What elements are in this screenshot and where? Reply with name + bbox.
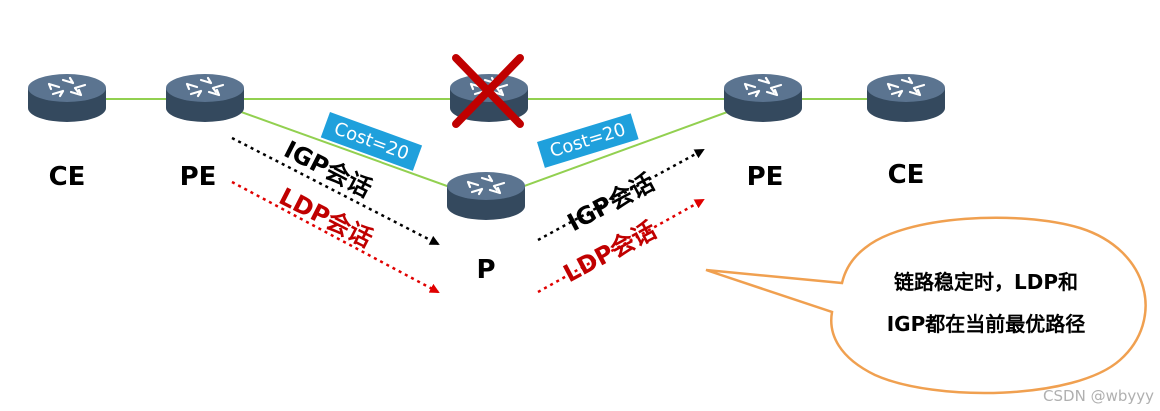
callout-line-1: 链路稳定时，LDP和 xyxy=(893,270,1078,294)
callout-bubble xyxy=(705,216,1147,395)
router-icon xyxy=(26,72,108,124)
watermark: CSDN @wbyyy xyxy=(1043,387,1154,405)
router-icon xyxy=(722,72,804,124)
callout-line-2: IGP都在当前最优路径 xyxy=(886,312,1086,336)
p-label: P xyxy=(476,255,496,285)
pe-right-label: PE xyxy=(746,162,784,192)
link-p-pe-right xyxy=(485,98,764,201)
router-icon xyxy=(164,72,246,124)
igp-arrow-right xyxy=(537,148,705,242)
failure-x-icon xyxy=(452,54,524,128)
link-pe-left-p xyxy=(204,98,487,201)
ce-left-label: CE xyxy=(48,162,86,192)
ce-right-label: CE xyxy=(887,160,925,190)
pe-left-label: PE xyxy=(179,162,217,192)
router-icon xyxy=(865,72,947,124)
router-icon xyxy=(445,170,527,222)
